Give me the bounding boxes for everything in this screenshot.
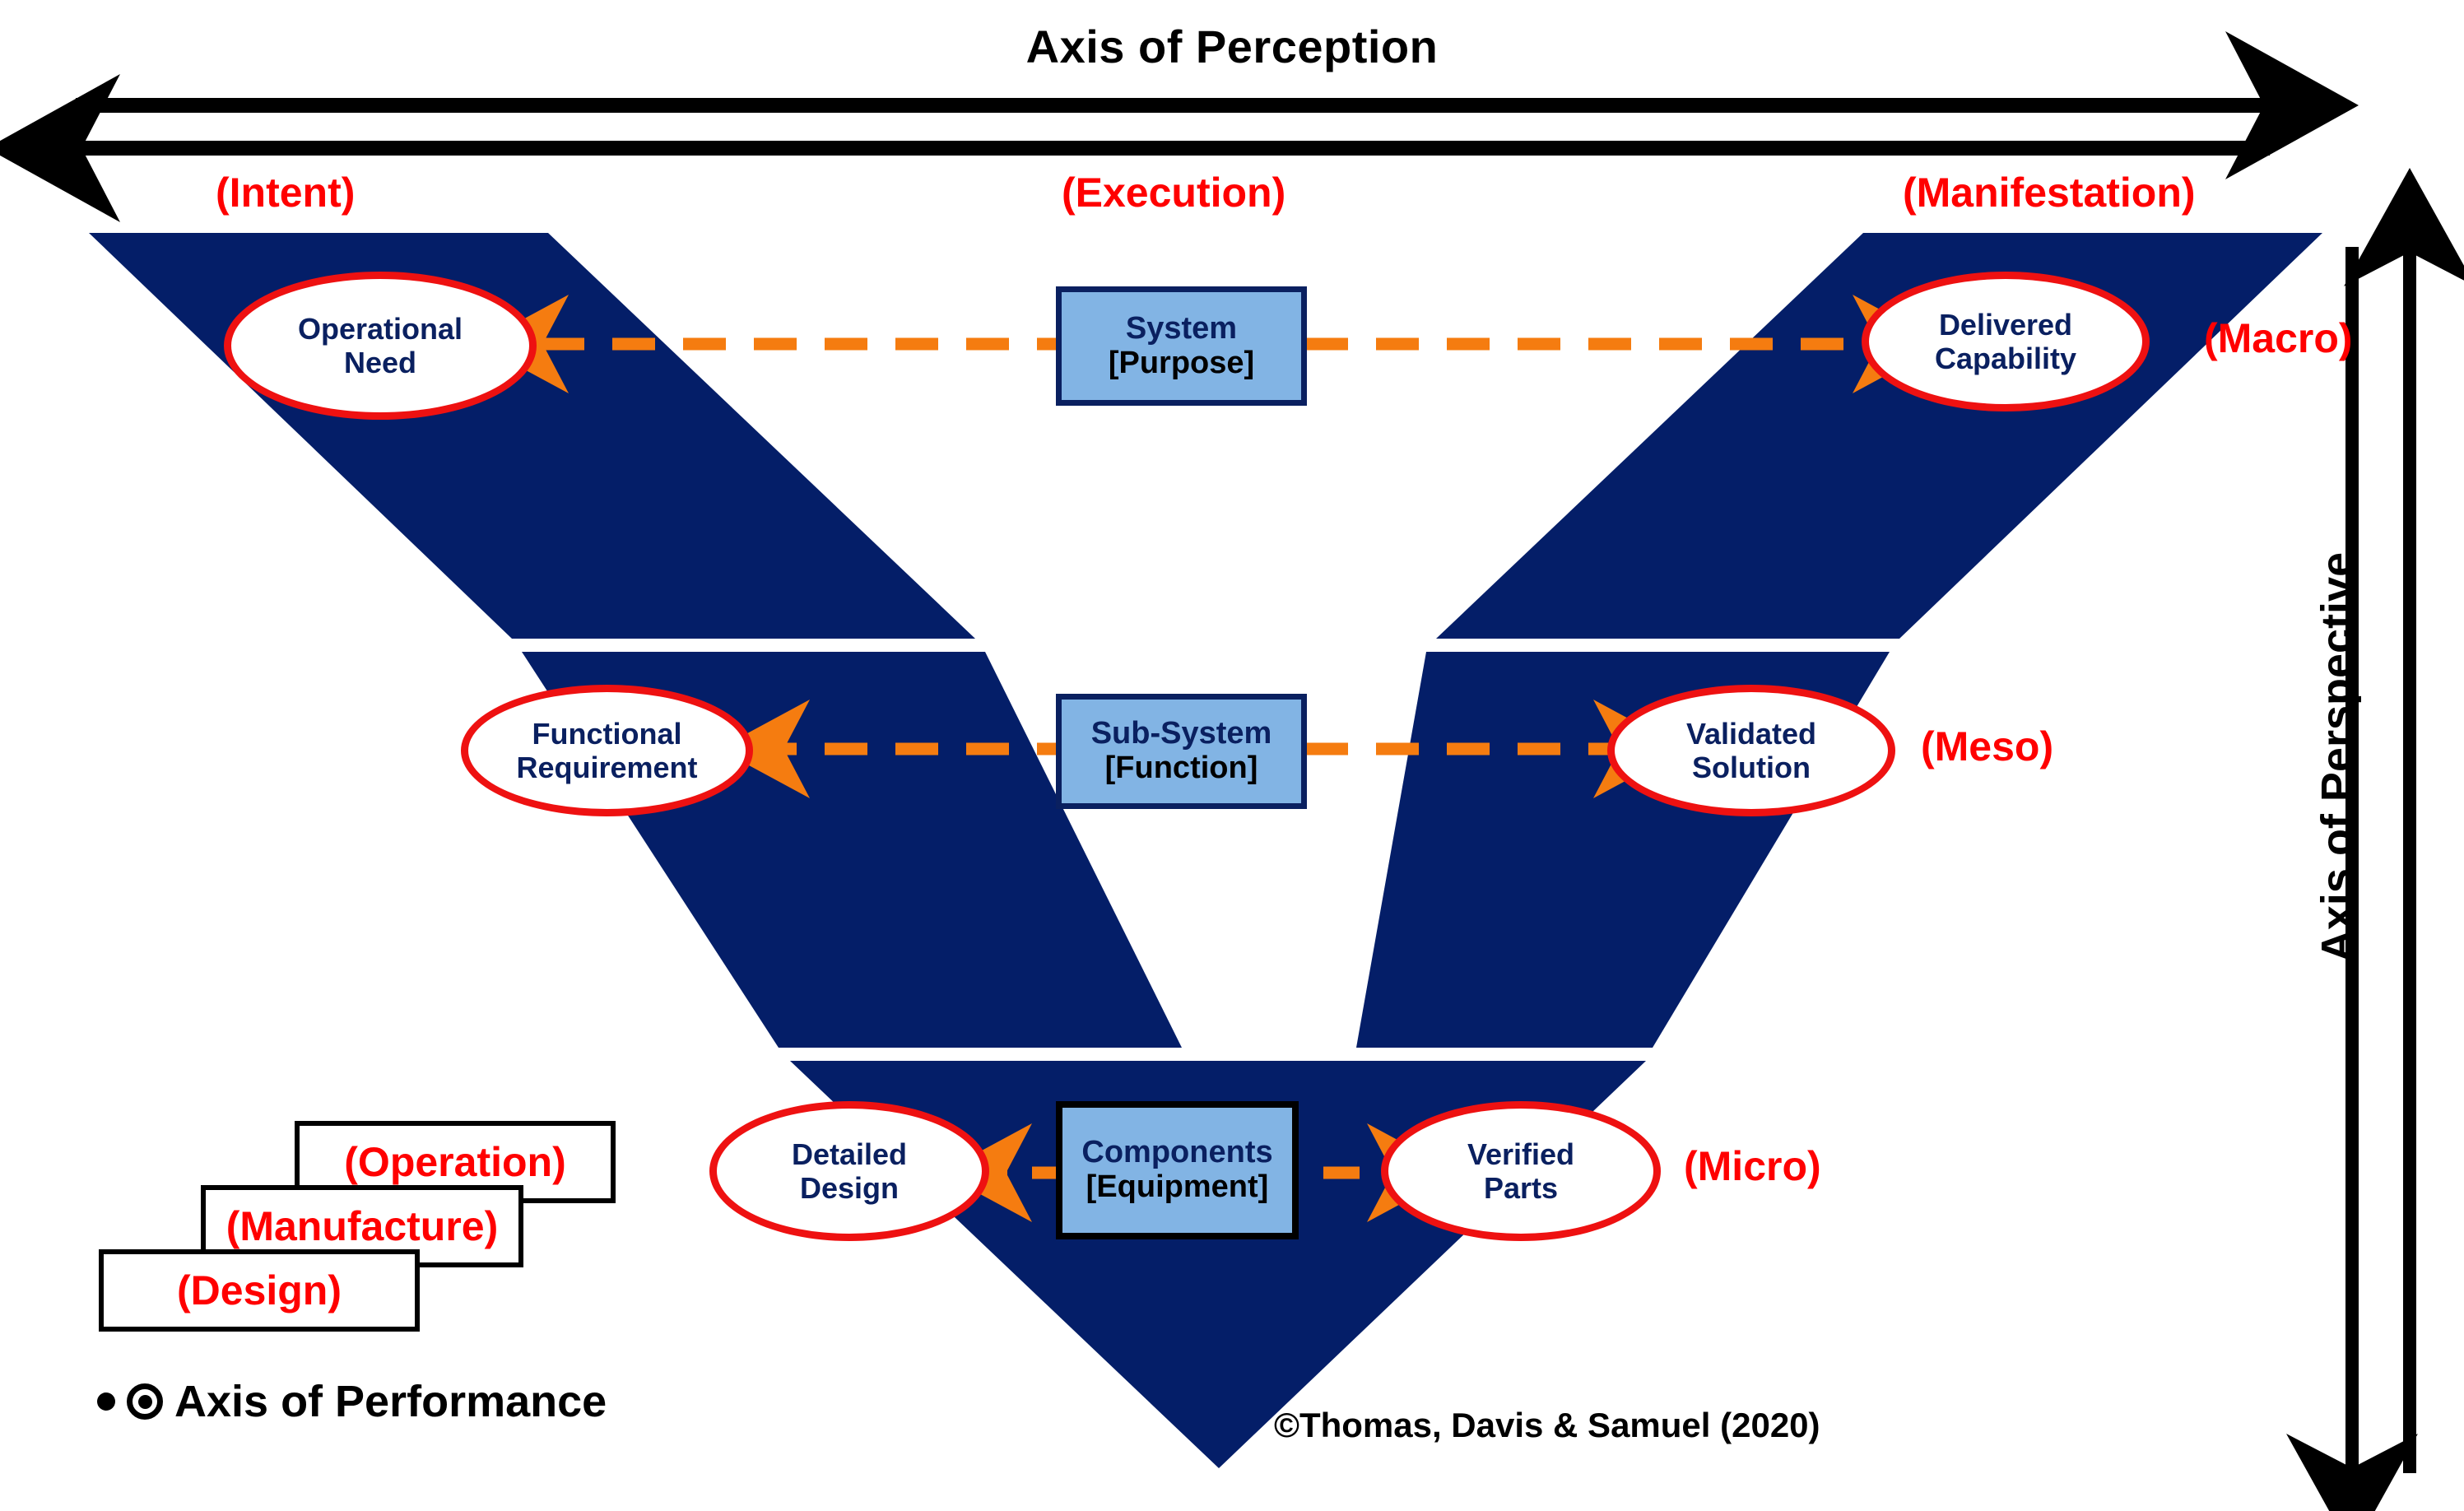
node-delivered-capability-line1: Delivered bbox=[1938, 307, 2073, 342]
copyright-notice: ©Thomas, Davis & Samuel (2020) bbox=[1274, 1406, 1820, 1444]
axis-of-perspective-title-wrap: Axis of Perspective bbox=[2107, 535, 2464, 979]
node-detailed-design[interactable]: Detailed Design bbox=[709, 1101, 989, 1241]
phase-box-design[interactable]: (Design) bbox=[99, 1249, 420, 1332]
axis-of-performance-row: Axis of Performance bbox=[97, 1376, 607, 1427]
node-detailed-design-line1: Detailed bbox=[791, 1137, 908, 1171]
center-box-system[interactable]: System [Purpose] bbox=[1056, 286, 1307, 406]
center-box-components-title: Components bbox=[1081, 1135, 1273, 1170]
center-box-sub-system[interactable]: Sub-System [Function] bbox=[1056, 694, 1307, 809]
bullet-dot-icon bbox=[97, 1392, 115, 1411]
node-verified-parts-line1: Verified bbox=[1467, 1137, 1575, 1171]
axis-of-performance-title: Axis of Performance bbox=[174, 1377, 607, 1426]
node-delivered-capability[interactable]: Delivered Capability bbox=[1862, 272, 2150, 411]
stage-label-execution: (Execution) bbox=[1062, 170, 1286, 216]
node-operational-need-line2: Need bbox=[343, 346, 416, 379]
node-functional-requirement-line1: Functional bbox=[532, 716, 682, 751]
perception-axis-arrows bbox=[0, 31, 2359, 222]
node-validated-solution[interactable]: Validated Solution bbox=[1607, 685, 1895, 816]
center-box-sub-system-subtitle: [Function] bbox=[1104, 751, 1258, 785]
level-label-macro: (Macro) bbox=[2204, 315, 2353, 361]
center-box-system-title: System bbox=[1125, 310, 1238, 346]
center-box-system-subtitle: [Purpose] bbox=[1108, 345, 1255, 380]
node-delivered-capability-line2: Capability bbox=[1934, 342, 2077, 375]
node-operational-need[interactable]: Operational Need bbox=[224, 272, 537, 420]
perspective-axis-arrows bbox=[2286, 168, 2464, 1511]
bullseye-icon bbox=[127, 1383, 163, 1420]
node-operational-need-line1: Operational bbox=[297, 311, 463, 346]
center-box-components[interactable]: Components [Equipment] bbox=[1056, 1101, 1299, 1239]
center-box-sub-system-title: Sub-System bbox=[1090, 716, 1272, 751]
axis-of-perception-title: Axis of Perception bbox=[1025, 21, 1439, 72]
phase-box-operation-label: (Operation) bbox=[344, 1139, 566, 1185]
center-box-components-subtitle: [Equipment] bbox=[1086, 1169, 1269, 1204]
node-functional-requirement-line2: Requirement bbox=[516, 751, 698, 784]
node-functional-requirement[interactable]: Functional Requirement bbox=[461, 685, 753, 816]
level-label-micro: (Micro) bbox=[1684, 1143, 1821, 1189]
phase-box-manufacture-label: (Manufacture) bbox=[225, 1203, 499, 1249]
stage-label-intent: (Intent) bbox=[216, 170, 356, 216]
node-verified-parts-line2: Parts bbox=[1483, 1171, 1559, 1205]
stage-label-manifestation: (Manifestation) bbox=[1903, 170, 2196, 216]
node-verified-parts[interactable]: Verified Parts bbox=[1381, 1101, 1661, 1241]
axis-of-perspective-title: Axis of Perspective bbox=[2312, 551, 2362, 963]
node-validated-solution-line2: Solution bbox=[1692, 751, 1811, 784]
node-validated-solution-line1: Validated bbox=[1685, 716, 1817, 751]
level-label-meso: (Meso) bbox=[1921, 723, 2054, 769]
node-detailed-design-line2: Design bbox=[799, 1171, 899, 1205]
phase-box-design-label: (Design) bbox=[177, 1267, 342, 1313]
